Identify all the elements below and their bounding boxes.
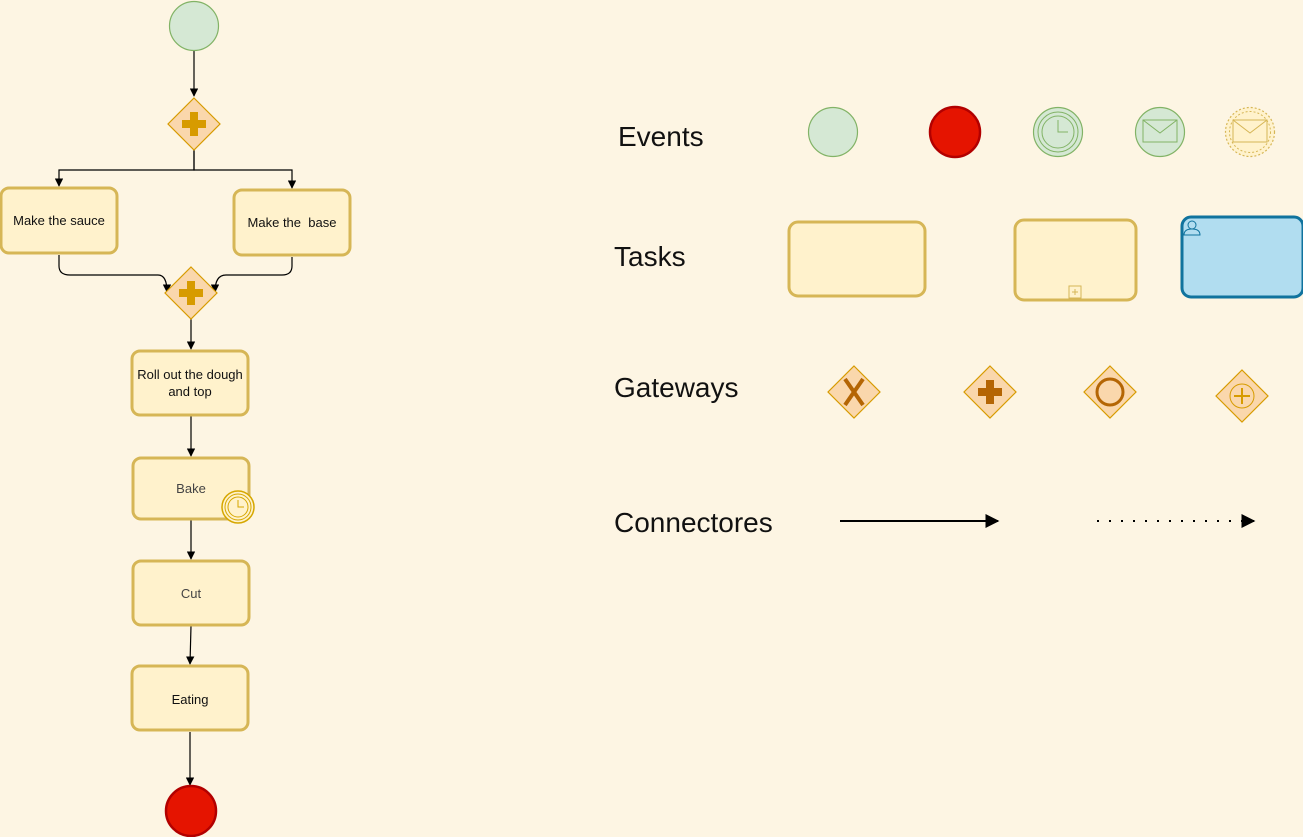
plus-icon	[182, 112, 206, 136]
task-label: Cut	[181, 586, 202, 601]
flow-connectors	[54, 51, 297, 786]
legend-message-event[interactable]	[1134, 106, 1186, 158]
circle-plus-icon	[1229, 383, 1255, 409]
task-label: Eating	[172, 692, 209, 707]
task-bake[interactable]: Bake	[131, 456, 255, 524]
start-event[interactable]	[168, 0, 220, 52]
sequence-flow-fork-to-sauce[interactable]	[54, 150, 195, 187]
parallel-gateway-fork[interactable]	[167, 97, 221, 151]
user-icon	[1183, 220, 1201, 236]
legend-tasks-label: Tasks	[614, 241, 686, 272]
legend-start-event[interactable]	[807, 106, 859, 158]
task-eating[interactable]: Eating	[130, 664, 250, 732]
task-label: Make the sauce	[13, 213, 105, 228]
sequence-flow-fork-to-base[interactable]	[193, 150, 297, 189]
task-make-base[interactable]: Make the base	[232, 188, 352, 257]
envelope-icon	[1142, 119, 1178, 143]
task-label: Make the base	[248, 215, 337, 230]
x-icon	[843, 377, 865, 407]
task-cut[interactable]: Cut	[131, 559, 251, 627]
envelope-icon	[1232, 119, 1268, 143]
expand-marker-icon	[1068, 285, 1082, 299]
task-label-line2: and top	[168, 384, 211, 399]
legend-exclusive-gateway[interactable]	[827, 365, 881, 419]
task-roll-out-dough[interactable]: Roll out the dough and top	[130, 349, 250, 417]
task-label-line1: Roll out the dough	[137, 367, 243, 382]
legend-complex-gateway[interactable]	[1215, 369, 1269, 423]
task-label: Bake	[176, 481, 206, 496]
legend-gateways-label: Gateways	[614, 372, 739, 403]
end-event[interactable]	[164, 784, 218, 837]
sequence-flow-base-to-join[interactable]	[210, 257, 293, 293]
timer-event-icon[interactable]	[221, 490, 255, 524]
sequence-flow-cut-to-eating[interactable]	[186, 625, 195, 665]
legend-connectors-label: Connectores	[614, 507, 773, 538]
legend-message-event-dashed[interactable]	[1224, 106, 1276, 158]
legend-end-event[interactable]	[928, 105, 982, 159]
legend-timer-event[interactable]	[1032, 106, 1084, 158]
plus-icon	[179, 281, 203, 305]
legend-events-label: Events	[618, 121, 704, 152]
parallel-gateway-join[interactable]	[164, 266, 218, 320]
legend-inclusive-gateway[interactable]	[1083, 365, 1137, 419]
legend-task[interactable]	[787, 220, 927, 298]
task-make-sauce[interactable]: Make the sauce	[0, 186, 119, 255]
legend-user-task[interactable]	[1180, 215, 1303, 299]
legend-parallel-gateway[interactable]	[963, 365, 1017, 419]
circle-icon	[1095, 377, 1125, 407]
legend-subprocess[interactable]	[1013, 218, 1138, 302]
plus-icon	[978, 380, 1002, 404]
sequence-flow-sauce-to-join[interactable]	[58, 255, 172, 293]
